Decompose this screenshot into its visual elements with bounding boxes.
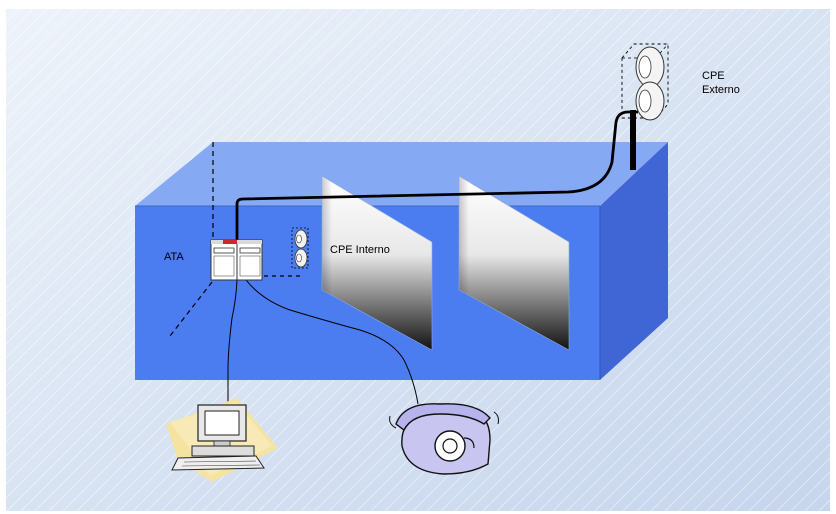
telephone-icon: [389, 403, 499, 475]
cable-computer: [227, 279, 238, 404]
inner-wall-1: [321, 175, 433, 351]
box-side-face: [600, 142, 668, 380]
cpe-interno-antenna-icon: [291, 227, 309, 269]
dashed-diagonal-line: [169, 281, 213, 337]
cpe-externo-label-line2: Externo: [702, 84, 740, 96]
cpe-externo-antenna-icon: [621, 43, 669, 121]
cpe-externo-label: CPE Externo: [702, 69, 740, 97]
cpe-externo-label-line1: CPE: [702, 70, 725, 82]
box-top-face: [135, 142, 668, 206]
cable-telephone: [245, 279, 419, 405]
cable-cpe-externo: [235, 110, 638, 240]
ata-label: ATA: [164, 251, 184, 263]
computer-icon: [166, 398, 278, 482]
cpe-interno-label: CPE Interno: [330, 244, 390, 256]
inner-wall-2: [458, 175, 570, 351]
ata-device-icon: [210, 239, 263, 281]
cpe-externo-mast: [630, 110, 636, 170]
